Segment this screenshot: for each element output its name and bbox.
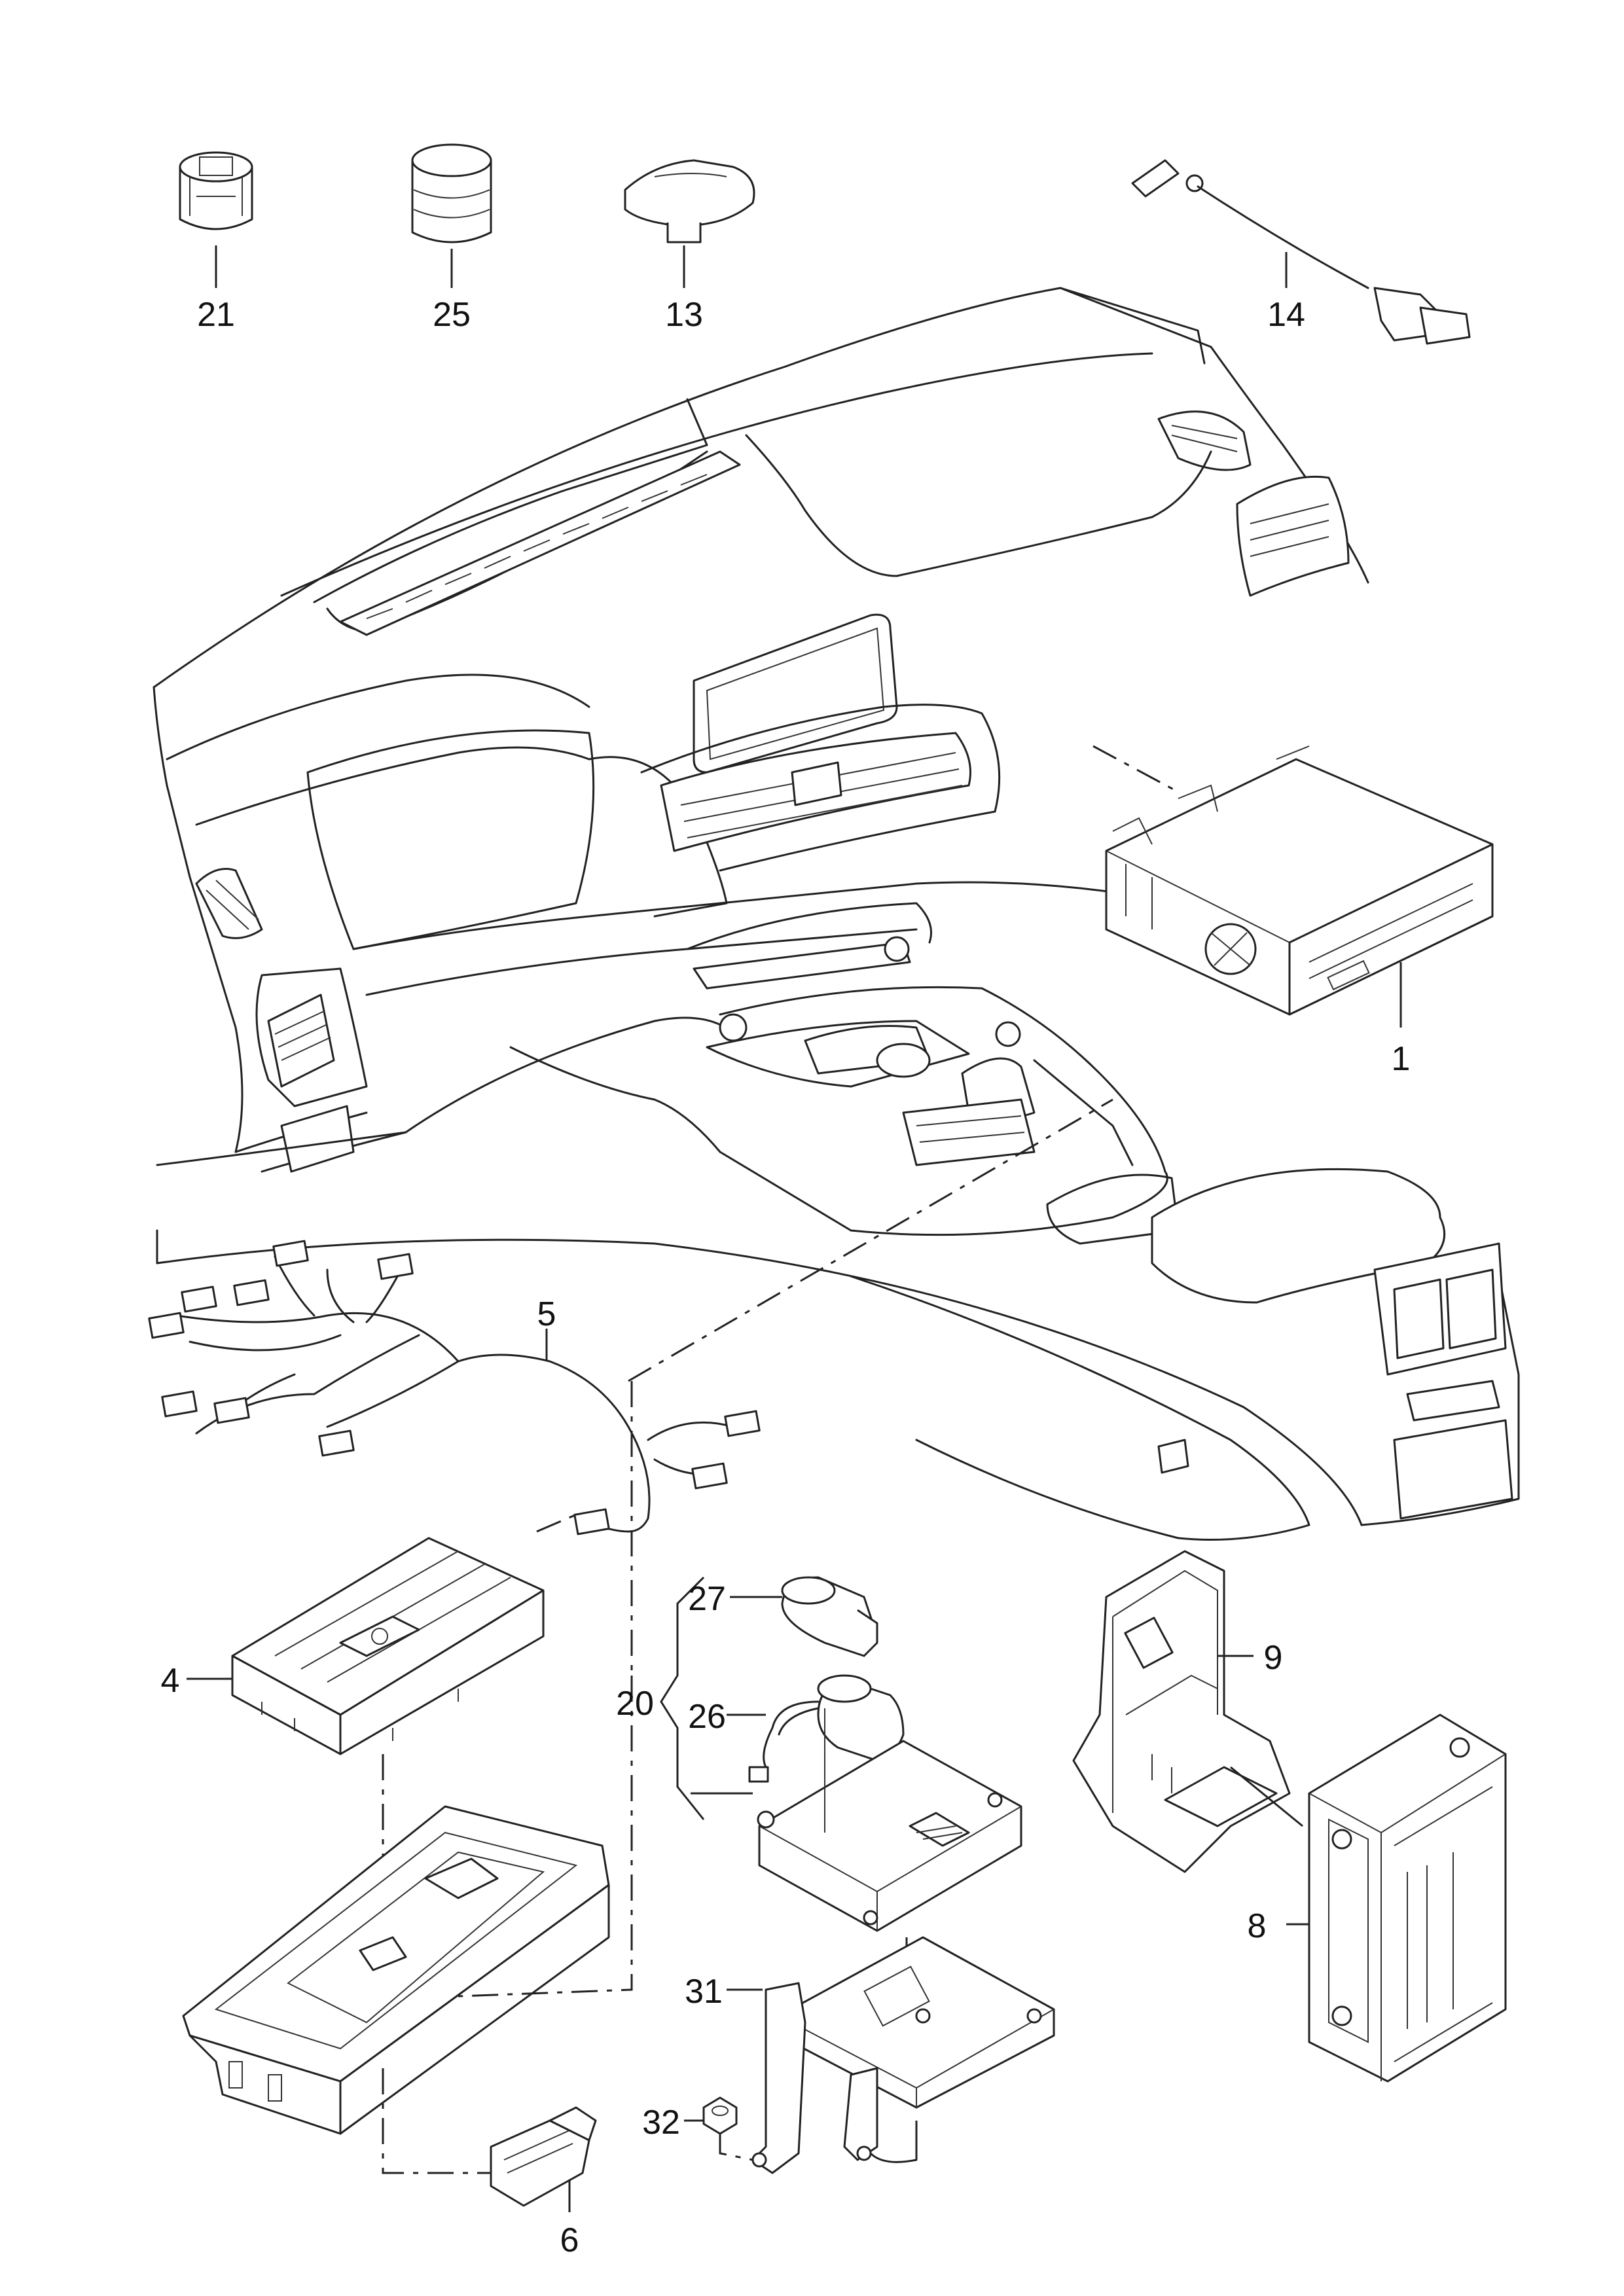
part-25-control-unit <box>757 1708 1022 1932</box>
group-bracket-25 <box>660 1576 705 1820</box>
callout-25: 20 <box>616 1685 654 1723</box>
callout-1: 1 <box>1392 1040 1411 1078</box>
part-14-cable <box>1131 159 1471 345</box>
callout-27: 27 <box>688 1580 726 1618</box>
dash-4 <box>536 1511 583 1533</box>
part-27-battery-cover <box>781 1576 878 1657</box>
part-1-head-unit <box>1105 745 1494 1016</box>
part-9-bracket <box>1072 1550 1291 1873</box>
callout-21: 25 <box>433 296 471 334</box>
callout-31: 31 <box>685 1973 723 2011</box>
part-6-connector <box>490 2106 597 2207</box>
callout-8: 8 <box>1248 1907 1267 1945</box>
part-8-control-module <box>1308 1713 1507 2083</box>
callout-4: 4 <box>161 1662 180 1700</box>
dash-1 <box>1092 745 1179 793</box>
armrest <box>1151 1168 1446 1304</box>
part-13-antenna <box>624 159 755 243</box>
leader-9-8 <box>1230 1766 1303 1827</box>
part-21-switch <box>411 143 492 243</box>
callout-5: 5 <box>537 1295 556 1333</box>
callout-26: 26 <box>688 1698 726 1736</box>
dashboard-outline <box>153 287 1520 1541</box>
callout-20: 21 <box>197 296 235 334</box>
part-5-harness <box>148 1240 761 1535</box>
part-4-wireless-charger <box>231 1537 545 1755</box>
dash-5 <box>628 1098 1113 1382</box>
dash-tray <box>382 2068 497 2174</box>
part-32-nut <box>702 2096 738 2135</box>
part-20-switch <box>179 151 253 230</box>
callout-9: 9 <box>1264 1639 1283 1677</box>
defrost-vent-top <box>339 450 741 636</box>
callout-32: 32 <box>642 2104 680 2142</box>
part-31-bracket <box>751 1936 1055 2174</box>
dash-tray-b <box>458 1676 633 1998</box>
callout-6: 6 <box>560 2221 579 2259</box>
callout-14: 14 <box>1267 296 1305 334</box>
dash-32 <box>719 2134 753 2161</box>
infotainment-screen <box>693 613 898 774</box>
part-26-battery <box>748 1674 905 1783</box>
callout-13: 13 <box>665 296 703 334</box>
charging-tray <box>182 1805 610 2135</box>
